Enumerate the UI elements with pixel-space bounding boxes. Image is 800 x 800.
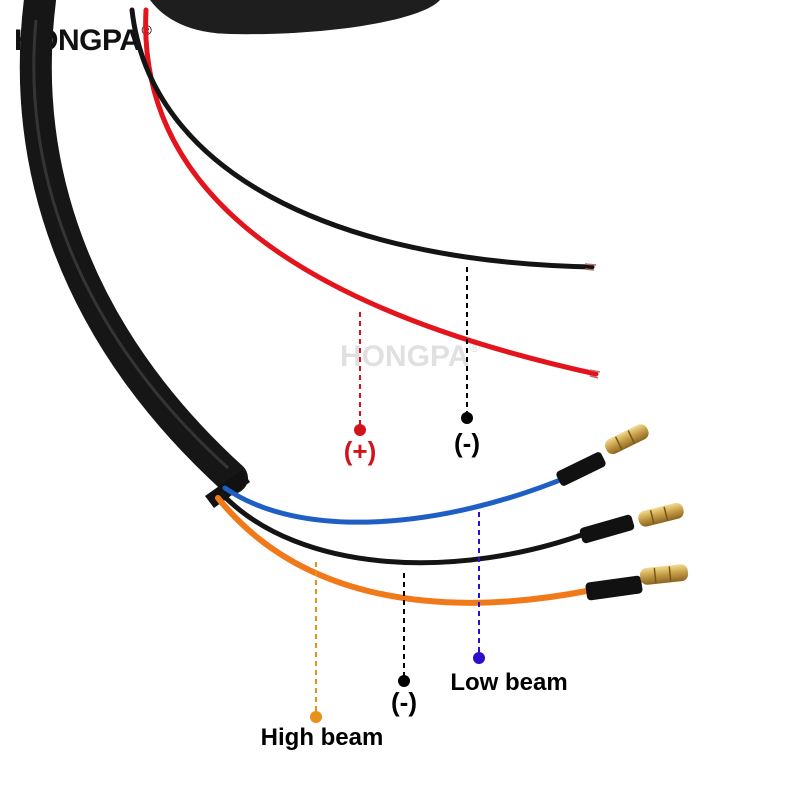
strand-red-end	[589, 369, 601, 379]
callout-dot-positive	[354, 424, 366, 436]
callout-dot-negative-top	[461, 412, 473, 424]
watermark: HONGPA®	[340, 339, 480, 373]
callout-dot-high-beam	[310, 711, 322, 723]
housing-shape	[150, 0, 440, 35]
strand-black-end	[584, 263, 597, 271]
callout-dot-low-beam	[473, 652, 485, 664]
label-positive: (+)	[344, 436, 377, 466]
label-high-beam: High beam	[261, 724, 384, 751]
sleeve-blue	[556, 452, 606, 486]
label-negative-bottom: (-)	[391, 687, 417, 717]
sleeve-black	[579, 514, 635, 544]
wire-red	[143, 7, 599, 377]
callout-dot-negative-bottom	[398, 675, 410, 687]
connector-blue	[604, 424, 649, 455]
connector-black	[638, 502, 684, 527]
label-negative-top: (-)	[454, 428, 480, 458]
wire-black-upper	[129, 7, 595, 270]
label-low-beam: Low beam	[450, 669, 567, 696]
sleeve-orange	[585, 575, 643, 601]
connector-orange	[639, 564, 689, 585]
wire-blue	[222, 473, 573, 525]
cable-sheath-highlight	[32, 19, 230, 470]
wire-black-lower	[219, 491, 593, 566]
wire-orange	[215, 495, 595, 606]
